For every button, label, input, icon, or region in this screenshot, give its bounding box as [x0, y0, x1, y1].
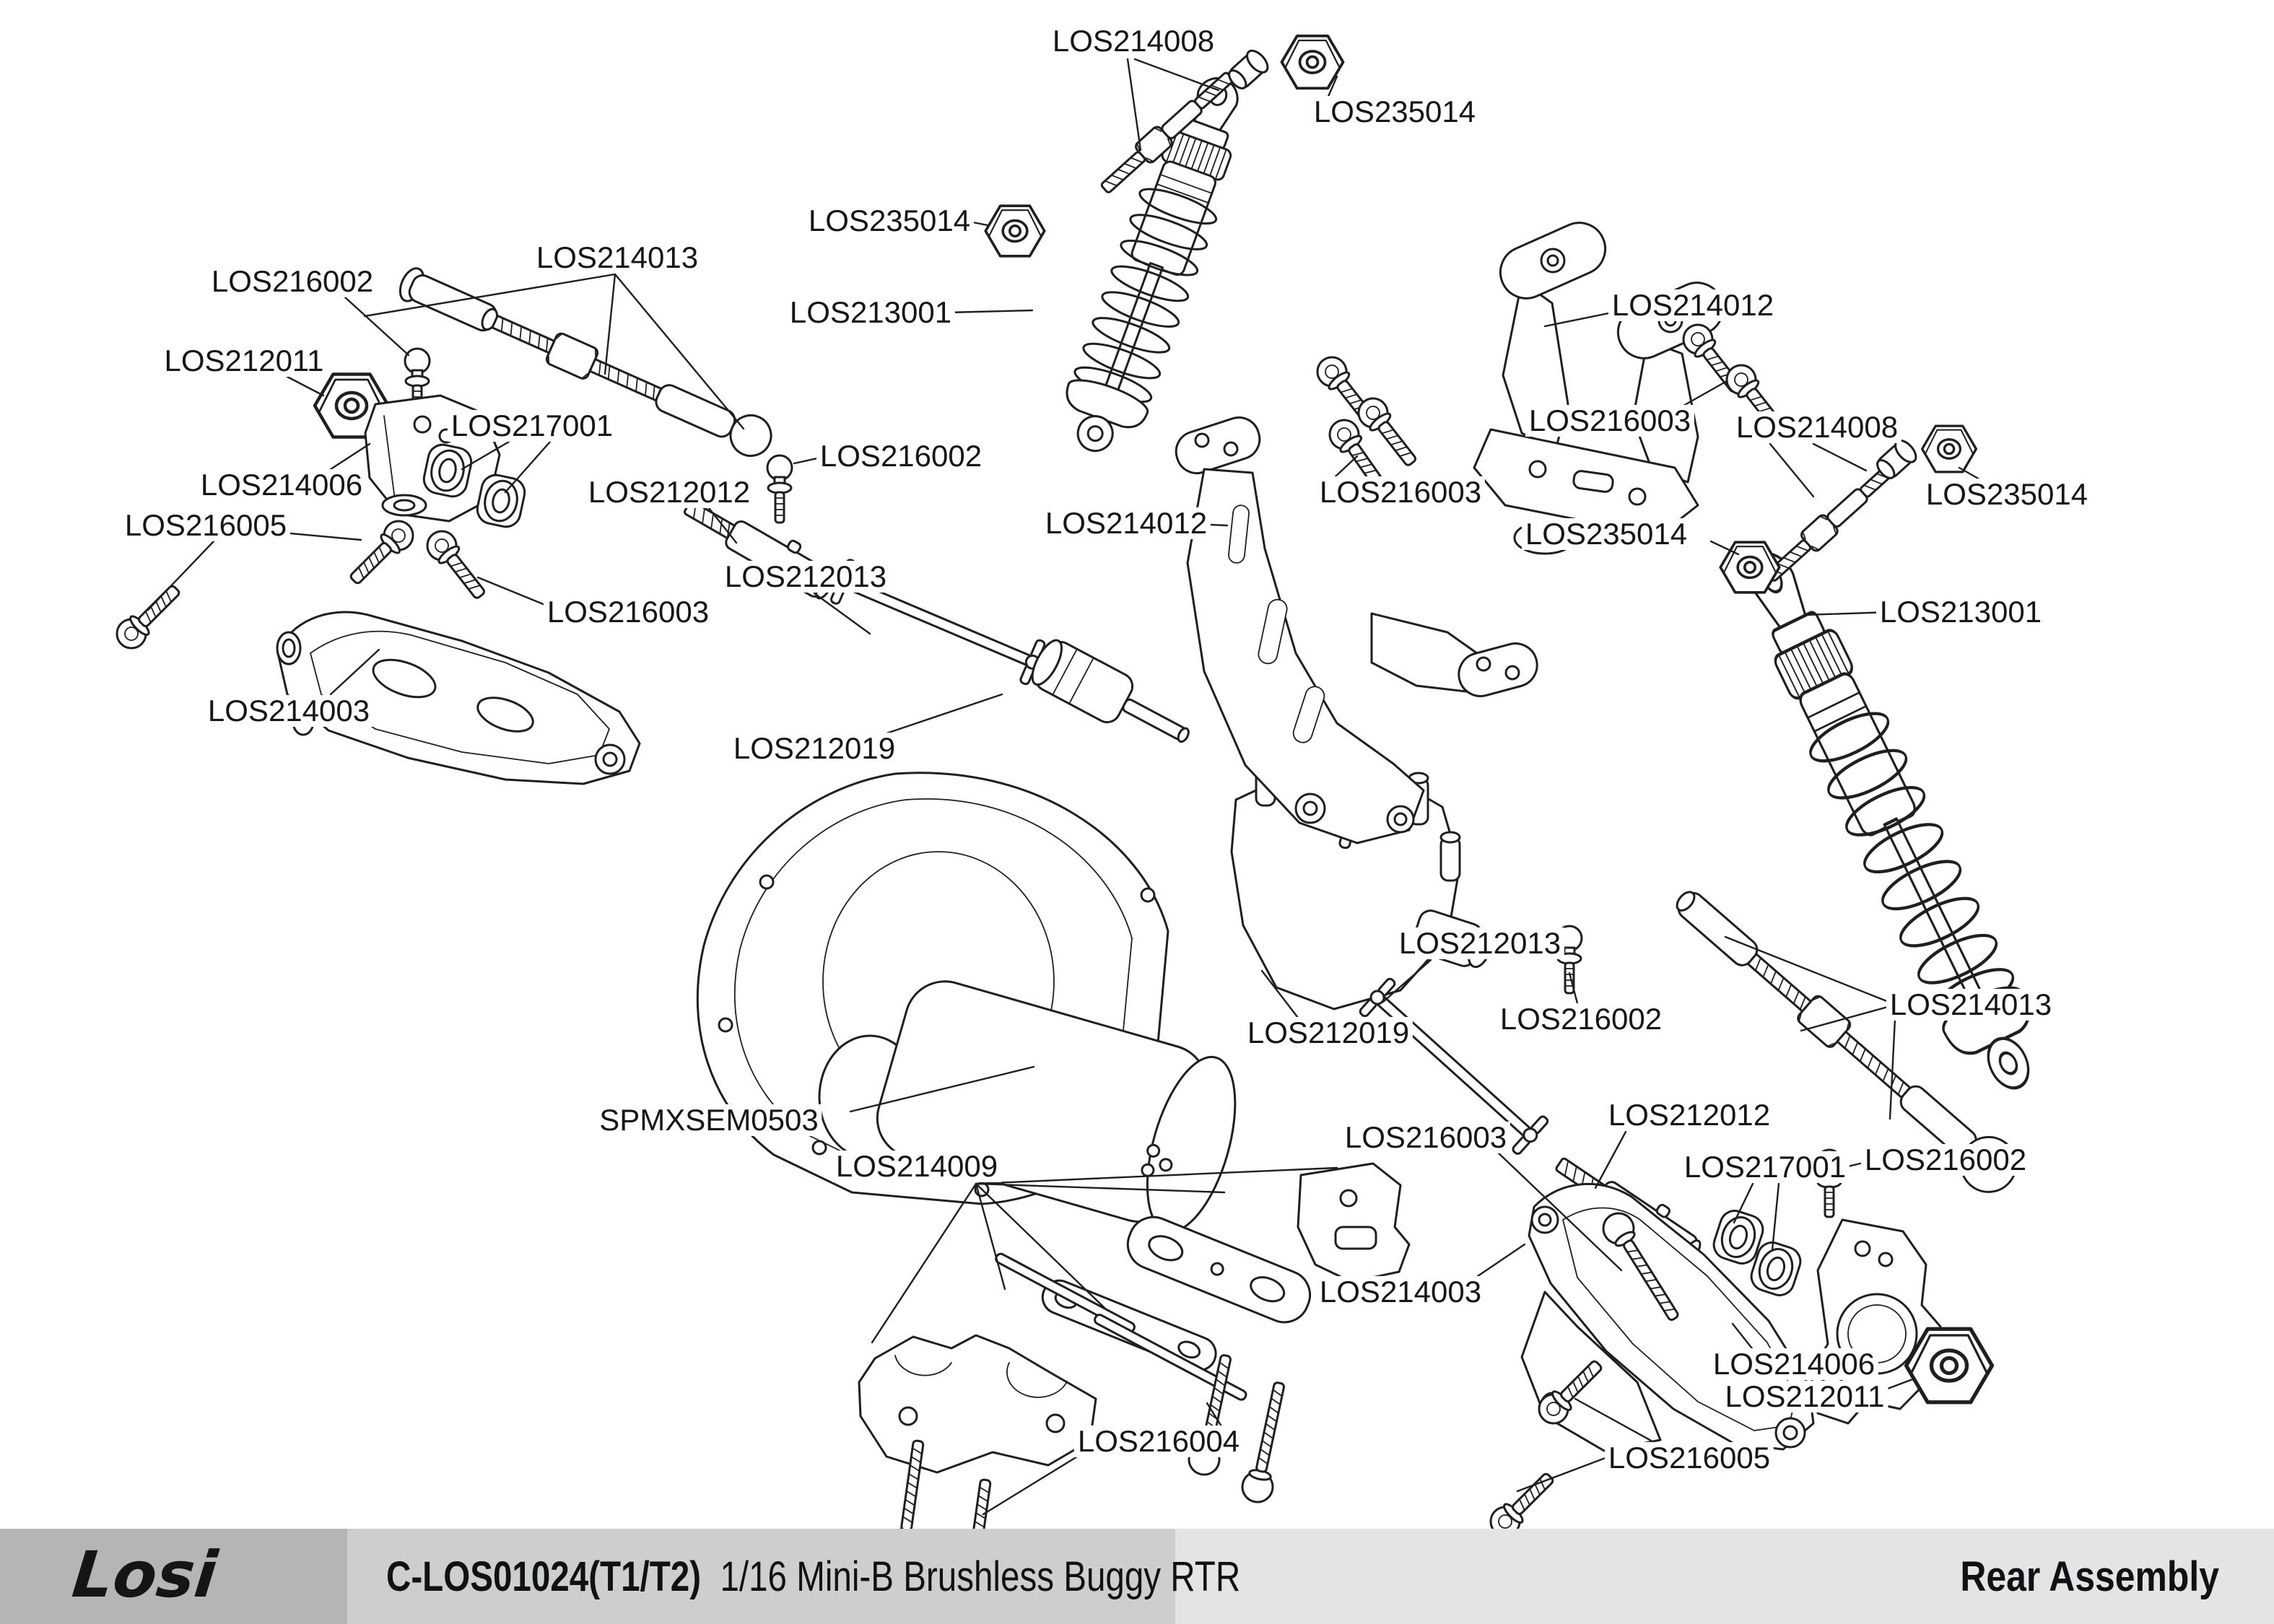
leader-line-los216003-11 — [476, 576, 559, 611]
part-suspension-arm-left — [276, 611, 641, 785]
leader-line-los212012-32 — [1594, 1130, 1627, 1189]
leader-line-spmxsem0503-16 — [849, 1065, 1035, 1113]
part-ballstud-left-link — [766, 454, 793, 524]
part-outdrive-left — [1031, 639, 1190, 743]
part-screw-arm-left-1 — [342, 514, 420, 592]
part-driveshaft-left — [827, 556, 1049, 687]
leader-line-los216002-26 — [1568, 972, 1579, 1005]
leader-line-los216002-34 — [1847, 1158, 1877, 1168]
leader-line-los214012-19 — [1543, 309, 1624, 328]
leader-line-los214009-29 — [975, 1182, 1006, 1291]
leader-line-los216003-18 — [1334, 455, 1359, 478]
leader-line-los214013-5 — [363, 273, 617, 318]
part-stub-axle-left — [679, 484, 843, 603]
leader-line-los235014-2 — [964, 219, 989, 227]
part-gearbox-motor — [696, 735, 1492, 1233]
part-locknut-top — [1280, 34, 1345, 90]
leader-line-los212019-14 — [881, 693, 1003, 736]
leader-line-los212019-28 — [1260, 969, 1299, 1019]
part-ballstud-right-link-bottom — [1816, 1148, 1843, 1218]
leader-line-los216005-38 — [1516, 1445, 1637, 1493]
leader-line-los216003-31 — [1494, 1149, 1623, 1272]
footer-title-block: C-LOS01024(T1/T2) 1/16 Mini-B Brushless … — [347, 1529, 1240, 1624]
leader-line-los216004-30 — [1206, 1402, 1223, 1428]
part-screw-arm-left-2 — [110, 577, 188, 655]
leader-line-los216004-30 — [982, 1451, 1086, 1516]
leader-line-los214009-29 — [871, 1182, 977, 1344]
leader-line-los214006-8 — [327, 442, 371, 472]
leader-line-los212013-13 — [813, 592, 871, 635]
leader-line-los235014-22 — [1958, 466, 1981, 481]
leader-line-los214013-5 — [604, 273, 617, 375]
leader-line-los217001-7 — [504, 440, 552, 494]
losi-logo: Losi — [69, 1540, 222, 1612]
leader-line-los214008-0 — [1133, 58, 1220, 92]
leader-line-los214009-29 — [975, 1182, 1106, 1309]
leader-line-los212012-10 — [707, 507, 738, 544]
part-screw-216004-4 — [1238, 1379, 1296, 1506]
leader-line-los216002-15 — [793, 455, 829, 465]
leader-line-los214006-36 — [1731, 1322, 1756, 1353]
part-screw-left-216003 — [420, 524, 494, 606]
part-locknut-right-top — [1920, 424, 1978, 473]
product-name: 1/16 Mini-B Brushless Buggy RTR — [720, 1553, 1241, 1600]
losi-logo-block: Losi — [0, 1529, 347, 1624]
leader-line-los214008-21 — [1769, 442, 1815, 498]
leader-line-los214013-27 — [1800, 1003, 1897, 1032]
leader-line-los214003-35 — [1474, 1243, 1526, 1279]
leader-line-los216002-4 — [344, 296, 410, 357]
leader-line-los214009-29 — [975, 1182, 1226, 1194]
part-bracket-left — [1175, 416, 1538, 844]
leader-line-los217001-7 — [461, 440, 510, 471]
part-bracket-right — [1473, 222, 1725, 555]
part-screw-bracket-right-4 — [1720, 358, 1793, 440]
part-shock-left — [1048, 64, 1265, 466]
leader-line-los217001-33 — [1771, 1182, 1780, 1252]
part-wheel-nut-right — [1907, 1329, 1992, 1402]
leader-line-los235014-1 — [1325, 75, 1338, 101]
part-shock-right — [1721, 536, 2059, 1106]
leader-line-los212011-6 — [286, 375, 325, 397]
leader-line-los216005-9 — [147, 540, 215, 611]
leader-line-los214009-29 — [975, 1166, 1338, 1185]
part-ballstud-right-link-top — [1556, 925, 1583, 995]
leader-line-los216005-9 — [273, 531, 362, 541]
section-title: Rear Assembly — [1960, 1553, 2219, 1600]
part-locknut-left-shock — [984, 204, 1046, 258]
leader-line-los212013-25 — [1382, 959, 1432, 1003]
leader-line-los214008-21 — [1812, 442, 1868, 472]
losi-logo-text: Losi — [69, 1540, 222, 1612]
leader-line-los214008-0 — [1126, 58, 1142, 152]
leader-line-los213001-3 — [946, 309, 1034, 314]
leader-line-los217001-33 — [1733, 1182, 1754, 1224]
leader-line-los213001-24 — [1803, 611, 1891, 616]
part-driveshaft-right — [1356, 974, 1552, 1158]
leader-line-los214013-5 — [614, 273, 745, 430]
leader-line-los214003-12 — [329, 648, 380, 696]
leader-line-los216005-38 — [1574, 1397, 1660, 1446]
footer-section-block: Rear Assembly — [1175, 1529, 2274, 1624]
part-hinge-pin-2 — [1094, 1314, 1247, 1401]
footer-bar: Losi C-LOS01024(T1/T2) 1/16 Mini-B Brush… — [0, 1529, 2274, 1624]
leader-line-los214013-27 — [1724, 935, 1897, 1006]
leader-line-los214013-27 — [1889, 1003, 1897, 1120]
part-camber-link-left — [398, 267, 772, 458]
document-part-number: C-LOS01024(T1/T2) — [386, 1553, 702, 1600]
leader-lines — [147, 58, 1981, 1516]
leader-line-los216003-20 — [1682, 380, 1728, 407]
leader-line-los235014-23 — [1709, 540, 1740, 556]
